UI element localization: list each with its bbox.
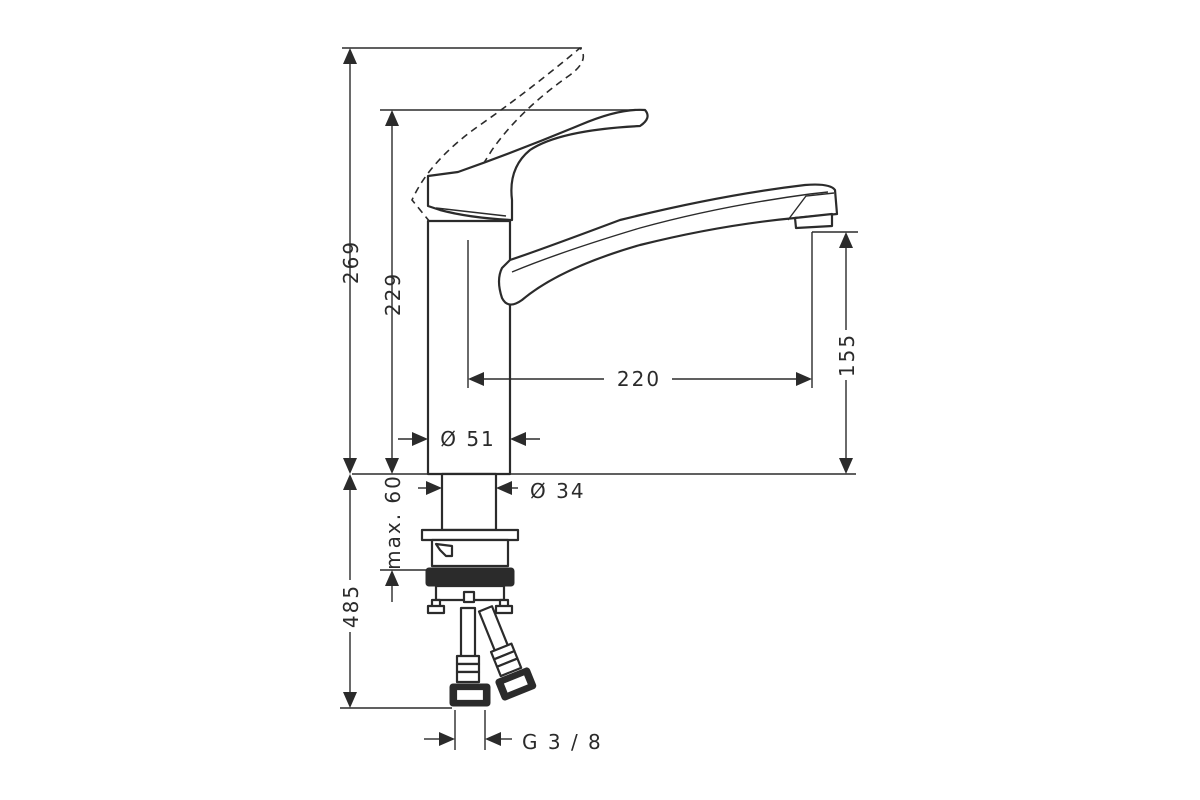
dimension-labels: 269 229 155 220 Ø 51 Ø 34 max. 60 485 G … bbox=[339, 240, 859, 754]
dim-total-height: 269 bbox=[339, 240, 363, 284]
stud-center bbox=[462, 590, 476, 604]
dim-shank-diameter: Ø 34 bbox=[530, 479, 586, 503]
spout-aerator bbox=[793, 212, 834, 230]
hose-straight-fitting-inner bbox=[454, 687, 486, 703]
hose-straight-collar2 bbox=[455, 662, 481, 674]
fixing-nut bbox=[425, 567, 515, 587]
dim-max-deck: max. 60 bbox=[381, 474, 405, 570]
hose-straight bbox=[459, 606, 477, 660]
dim-body-height: 229 bbox=[381, 272, 405, 316]
hose-straight-collar3 bbox=[455, 670, 481, 684]
spout-tip-detail bbox=[787, 192, 835, 221]
spout-inner-line bbox=[511, 191, 829, 273]
spout bbox=[497, 183, 839, 306]
hose-straight-collar1 bbox=[455, 654, 481, 666]
dim-spout-clearance: 155 bbox=[835, 333, 859, 377]
dim-spout-reach: 220 bbox=[617, 367, 661, 391]
dim-connection-thread: G 3 / 8 bbox=[522, 730, 603, 754]
mounting-plate bbox=[420, 528, 520, 542]
lever-base-line bbox=[435, 207, 507, 217]
lever-handle bbox=[426, 108, 649, 222]
lever-raised-position bbox=[411, 46, 585, 223]
dimension-lines bbox=[340, 47, 858, 750]
stud-right-nut bbox=[494, 604, 514, 615]
faucet-outline bbox=[411, 46, 839, 707]
faucet-body bbox=[426, 219, 512, 476]
hose-angled bbox=[477, 605, 537, 701]
mounting-key bbox=[434, 542, 454, 558]
dim-hose-length: 485 bbox=[339, 584, 363, 628]
stud-left-nut bbox=[426, 604, 446, 615]
dim-body-diameter: Ø 51 bbox=[440, 427, 496, 451]
threaded-shank bbox=[440, 472, 498, 532]
